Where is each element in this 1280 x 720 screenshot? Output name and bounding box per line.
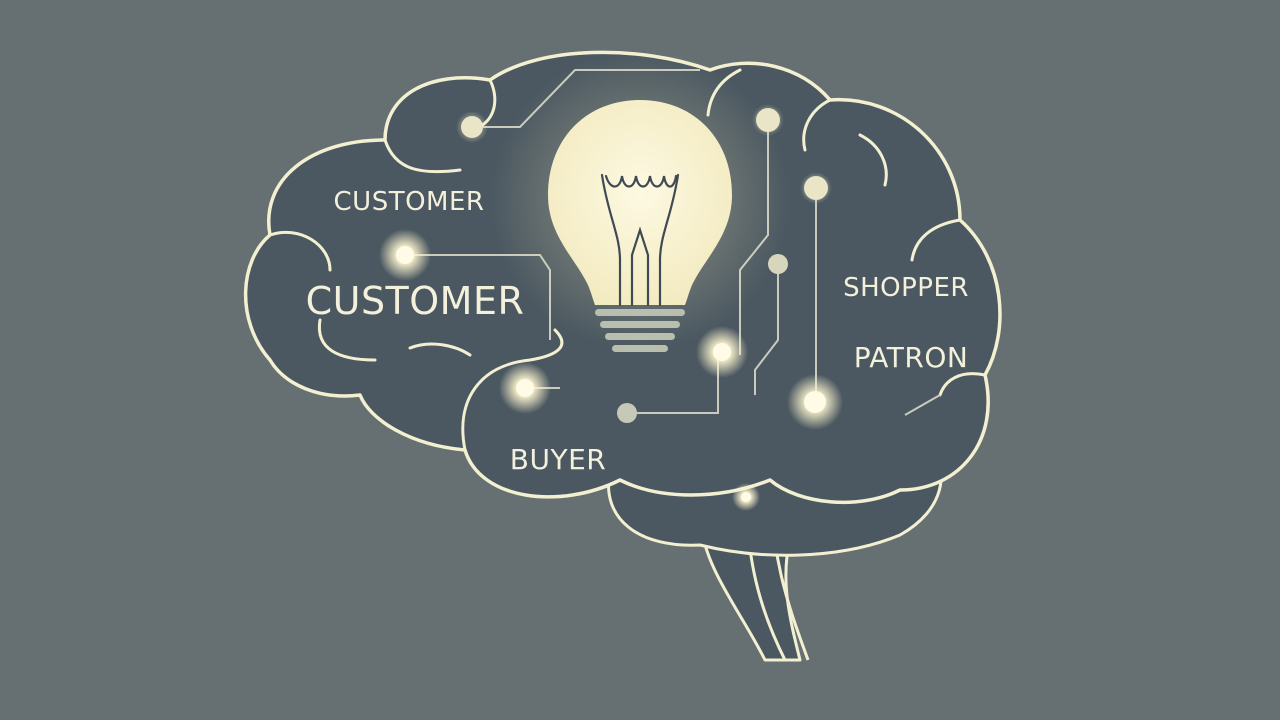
node-dot-icon — [752, 104, 784, 136]
node-dot-icon — [800, 172, 832, 204]
node-glow-icon — [732, 483, 760, 511]
node-glow-icon — [787, 374, 843, 430]
label-customer-small: CUSTOMER — [334, 187, 485, 217]
lightbulb-icon — [548, 100, 732, 352]
node-dot-icon — [768, 254, 788, 274]
node-dot-icon — [456, 111, 488, 143]
circuit-nodes — [379, 104, 843, 511]
brain-folds — [268, 68, 987, 452]
node-glow-icon — [696, 326, 748, 378]
label-patron: PATRON — [854, 341, 969, 374]
label-shopper: SHOPPER — [843, 273, 969, 303]
label-customer-large: CUSTOMER — [306, 279, 525, 323]
node-glow-icon — [499, 362, 551, 414]
label-buyer: BUYER — [510, 443, 606, 476]
node-dot-icon — [617, 403, 637, 423]
node-glow-icon — [379, 229, 431, 281]
